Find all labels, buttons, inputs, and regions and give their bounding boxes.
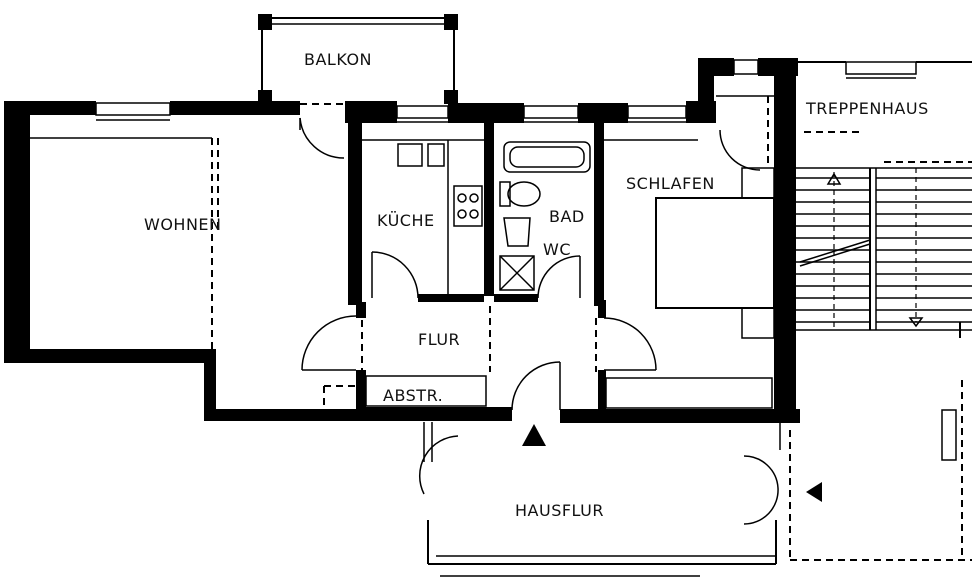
treppenhaus-details (796, 131, 972, 560)
label-abstr: ABSTR. (383, 386, 443, 405)
label-wohnen: WOHNEN (144, 215, 222, 234)
walls (4, 14, 800, 423)
label-bad: BAD (549, 207, 585, 226)
flur-details (301, 306, 597, 411)
bad-fixtures (499, 141, 591, 299)
balkon (261, 17, 455, 105)
label-balkon: BALKON (304, 50, 372, 69)
entrance-marker-icon (806, 482, 822, 502)
label-wc: WC (543, 240, 571, 259)
label-hausflur: HAUSFLUR (515, 501, 604, 520)
windows (95, 59, 972, 123)
label-schlafen: SCHLAFEN (626, 174, 715, 193)
label-flur: FLUR (418, 330, 460, 349)
label-kueche: KÜCHE (377, 211, 435, 230)
hausflur-details (418, 420, 972, 577)
wohnen-details (30, 117, 345, 350)
schlafen-details (603, 95, 775, 409)
kueche-fixtures (362, 139, 484, 299)
entrance-marker-icon (522, 424, 546, 446)
label-treppenhaus: TREPPENHAUS (805, 99, 929, 118)
